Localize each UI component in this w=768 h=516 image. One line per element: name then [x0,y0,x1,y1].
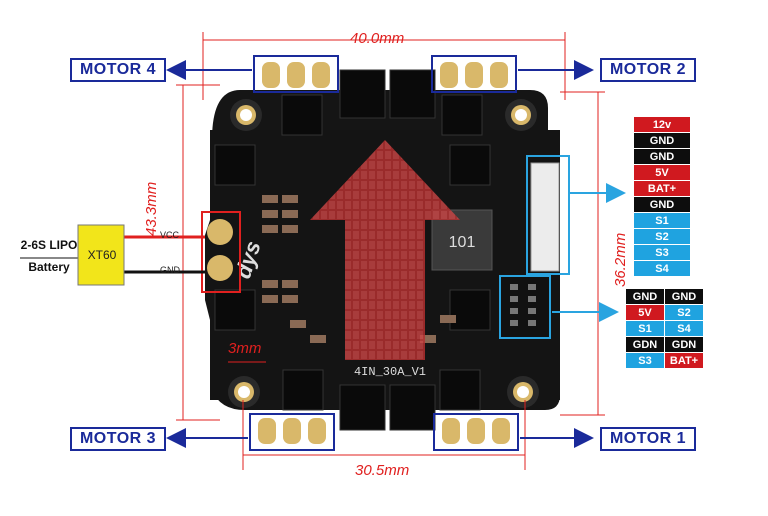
pinout-row: GND [633,148,691,165]
header-cell: GND [664,288,704,305]
motor-4-label: MOTOR 4 [70,58,166,82]
pinout-row: GND [633,132,691,149]
power-wires [20,235,205,274]
pinout-row: S2 [633,228,691,245]
pinout-row: S3 [633,244,691,261]
dim-small-label: 3mm [228,340,262,357]
motor-2-label: MOTOR 2 [600,58,696,82]
pinout-cell: BAT+ [633,180,691,197]
pinout-cell: S4 [633,260,691,277]
pinout-row: S1 [633,212,691,229]
direction-arrow-overlay [310,140,460,360]
dimension-lines [176,32,605,470]
pinout-cell: GND [633,132,691,149]
motor-pads [249,55,519,451]
pinout-cell: S2 [633,228,691,245]
header-cell: S3 [625,352,665,369]
xt60-connector [77,224,125,286]
header-cell: GDN [664,336,704,353]
header-cell: 5V [625,304,665,321]
gnd-label: GND [160,265,180,275]
header-cell: S2 [664,304,704,321]
pinout-cell: GND [633,148,691,165]
jst-connector [530,162,560,272]
pinout-cell: S3 [633,244,691,261]
passive-components [262,195,456,343]
pinout-row: BAT+ [633,180,691,197]
xt60-label: XT60 [87,248,117,262]
header-cell: BAT+ [664,352,704,369]
dim-left-label: 43.3mm [143,181,160,236]
pinout-row: 12v [633,116,691,133]
dim-right-label: 36.2mm [612,232,629,287]
pinout-cell: 12v [633,116,691,133]
pinout-row: 5V [633,164,691,181]
dim-bottom-label: 30.5mm [355,462,410,479]
inductor-marking: 101 [449,234,476,251]
pinout-cell: GND [633,196,691,213]
battery-label-line2: Battery [28,260,70,274]
dim-top-label: 40.0mm [350,30,405,47]
mosfet-chips [214,69,491,431]
battery-label-line1: 2-6S LIPO [20,238,78,252]
pinout-row: S4 [633,260,691,277]
pinout-row: GND [633,196,691,213]
jst-highlight [526,155,570,275]
motor-arrows [166,60,594,448]
motor-3-label: MOTOR 3 [70,427,166,451]
header-cell: GND [625,288,665,305]
vcc-label: VCC [160,230,180,240]
header-cell: GDN [625,336,665,353]
header-cell: S4 [664,320,704,337]
header-pins [510,284,536,326]
pin-header [499,275,551,339]
header-cell: S1 [625,320,665,337]
motor-1-label: MOTOR 1 [600,427,696,451]
silkscreen-version: 4IN_30A_V1 [354,365,426,379]
pinout-cell: 5V [633,164,691,181]
power-pads [201,211,241,293]
pinout-cell: S1 [633,212,691,229]
callout-arrows [552,183,626,322]
